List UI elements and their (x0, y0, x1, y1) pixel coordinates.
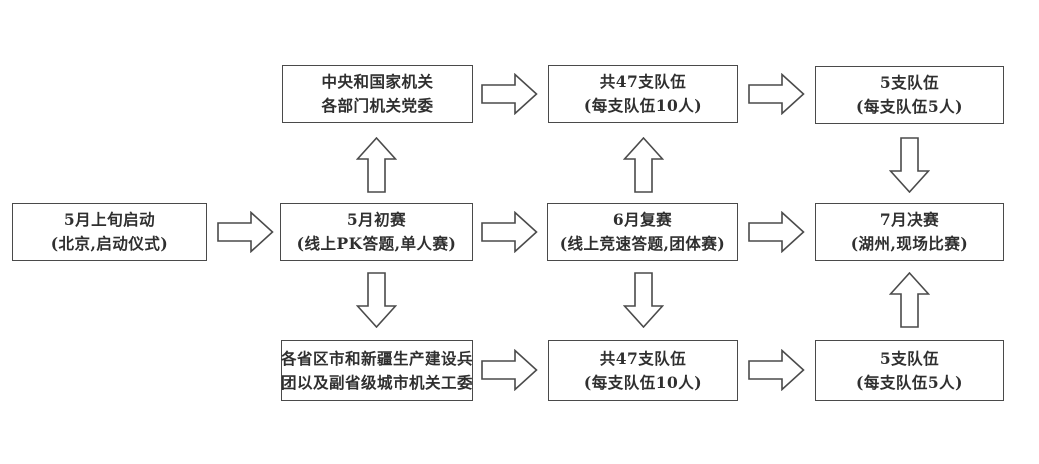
box-provincial-teams-line2: (每支队伍10人) (583, 372, 703, 392)
box-preliminary-line2: (线上PK答题,单人赛) (296, 234, 457, 253)
box-final: 7月决赛 (湖州,现场比赛) (815, 203, 1004, 261)
box-provincial-orgs-line2: 团以及副省级城市机关工委 (281, 372, 474, 392)
box-final-line2: (湖州,现场比赛) (850, 234, 969, 253)
arrow-right-icon (481, 211, 538, 253)
box-start-line2: (北京,启动仪式) (50, 234, 169, 253)
box-central-orgs-line2: 各部门机关党委 (321, 96, 434, 115)
box-central-teams: 共47支队伍 (每支队伍10人) (548, 65, 738, 123)
box-preliminary-line1: 5月初赛 (346, 210, 407, 229)
box-central-finalists-line2: (每支队伍5人) (856, 97, 963, 116)
box-provincial-finalists-line1: 5支队伍 (879, 348, 940, 368)
box-central-finalists: 5支队伍 (每支队伍5人) (815, 66, 1004, 124)
box-semifinal: 6月复赛 (线上竞速答题,团体赛) (547, 203, 738, 261)
arrow-right-icon (748, 211, 805, 253)
box-provincial-orgs-line1: 各省区市和新疆生产建设兵 (281, 348, 474, 368)
box-provincial-finalists: 5支队伍 (每支队伍5人) (815, 340, 1004, 401)
arrow-right-icon (217, 211, 274, 253)
arrow-up-icon (623, 137, 664, 193)
arrow-right-icon (748, 73, 805, 115)
arrow-down-icon (623, 272, 664, 328)
box-start-line1: 5月上旬启动 (63, 210, 156, 229)
arrow-down-icon (889, 137, 930, 193)
box-semifinal-line1: 6月复赛 (612, 210, 673, 229)
arrow-right-icon (481, 73, 538, 115)
arrow-up-icon (356, 137, 397, 193)
box-final-line1: 7月决赛 (879, 210, 940, 229)
box-provincial-teams-line1: 共47支队伍 (599, 348, 687, 368)
box-central-finalists-line1: 5支队伍 (879, 73, 940, 92)
box-provincial-finalists-line2: (每支队伍5人) (856, 372, 963, 392)
box-start: 5月上旬启动 (北京,启动仪式) (12, 203, 207, 261)
box-central-teams-line1: 共47支队伍 (599, 72, 687, 91)
box-preliminary: 5月初赛 (线上PK答题,单人赛) (280, 203, 473, 261)
box-provincial-teams: 共47支队伍 (每支队伍10人) (548, 340, 738, 401)
box-central-orgs-line1: 中央和国家机关 (321, 72, 434, 91)
arrow-up-icon (889, 272, 930, 328)
box-central-teams-line2: (每支队伍10人) (583, 96, 703, 115)
arrow-right-icon (481, 349, 538, 391)
arrow-down-icon (356, 272, 397, 328)
arrow-right-icon (748, 349, 805, 391)
box-central-orgs: 中央和国家机关 各部门机关党委 (282, 65, 473, 123)
box-semifinal-line2: (线上竞速答题,团体赛) (559, 234, 726, 253)
box-provincial-orgs: 各省区市和新疆生产建设兵 团以及副省级城市机关工委 (281, 340, 473, 401)
